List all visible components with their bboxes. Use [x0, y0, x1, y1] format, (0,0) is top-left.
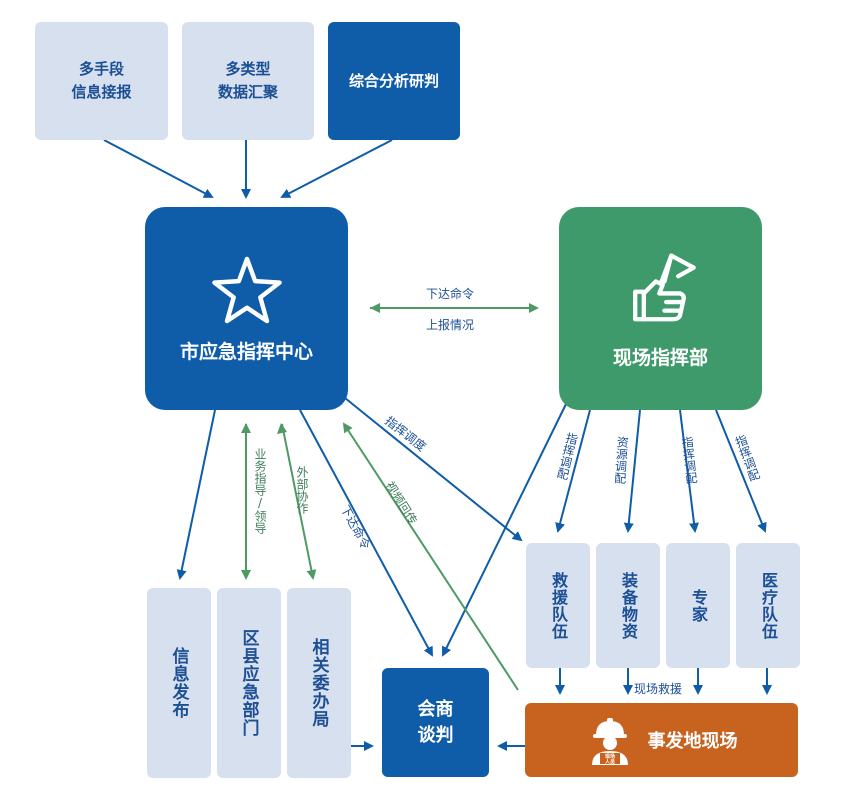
box-analysis-label: 综合分析研判: [348, 71, 439, 90]
arrow-hub-rescue: [344, 397, 523, 542]
arrow-hub-info: [176, 409, 216, 580]
box-data-aggregation-label: 多类型 数据汇聚: [217, 60, 278, 101]
box-info-release: 信息发布: [147, 588, 211, 778]
box-medical-team-label: 医疗队伍: [759, 571, 778, 640]
hub-title: 市应急指挥中心: [179, 341, 313, 363]
box-expert-label: 专家: [689, 588, 708, 623]
box-info-release-label: 信息发布: [168, 647, 189, 719]
box-bureau-label: 相关委办局: [308, 638, 329, 728]
arrow-field-r3: [679, 409, 699, 533]
label-issue-order: 下达命令: [426, 287, 475, 301]
arrow-field-r2: [623, 409, 641, 533]
hub-command-center: 市应急指挥中心: [145, 207, 348, 410]
arrow-top1-hub: [103, 139, 214, 198]
field-hq-title: 现场指挥部: [612, 347, 708, 369]
arrowhead-bureau-up: [277, 423, 287, 434]
arrow-field-r1: [555, 409, 591, 533]
box-bureau: 相关委办局: [287, 588, 351, 778]
box-meeting: 会商 谈判: [382, 668, 489, 777]
worker-badge-text: 现场: [604, 753, 614, 760]
worker-helmet-icon: 现场 人员: [591, 718, 628, 766]
box-incident-scene-label: 事发地现场: [647, 731, 738, 752]
box-incident-scene: 现场 人员 事发地现场: [525, 703, 798, 777]
arrow-top3-hub: [280, 139, 393, 198]
arrowhead-district-up: [241, 423, 251, 433]
arrow-field-meeting: [442, 401, 568, 657]
box-data-aggregation: 多类型 数据汇聚: [182, 22, 314, 140]
box-analysis: 综合分析研判: [328, 22, 460, 140]
box-multi-channel-report-label: 多手段 信息接报: [71, 60, 132, 101]
arrowhead-field-left: [370, 303, 380, 313]
box-multi-channel-report: 多手段 信息接报: [35, 22, 168, 140]
label-external-coop: 外部协作: [295, 466, 309, 514]
arrow-field-r4: [715, 409, 767, 533]
thumbs-up-flag-icon: [632, 253, 696, 322]
arrow-hub-meeting: [299, 409, 433, 657]
box-district-dept-label: 区县应急部门: [238, 629, 259, 737]
arrow-scene-hub: [342, 422, 519, 691]
label-field-rescue: 现场救援: [634, 682, 683, 696]
star-icon: [211, 256, 282, 324]
arrow-hub-bureau: [281, 423, 317, 580]
box-medical-team: 医疗队伍: [736, 543, 800, 668]
label-report: 上报情况: [426, 318, 475, 332]
box-rescue-team: 救援队伍: [526, 543, 590, 668]
box-rescue-team-label: 救援队伍: [549, 571, 568, 640]
box-expert: 专家: [666, 543, 730, 668]
label-business-guide: 业务指导/领导: [253, 448, 267, 534]
box-equipment-label: 装备物资: [619, 571, 638, 640]
field-hq: 现场指挥部: [559, 207, 762, 410]
worker-badge-text2: 人员: [603, 759, 614, 766]
box-equipment: 装备物资: [596, 543, 660, 668]
box-district-dept: 区县应急部门: [217, 588, 281, 778]
box-meeting-label: 会商 谈判: [417, 698, 454, 746]
